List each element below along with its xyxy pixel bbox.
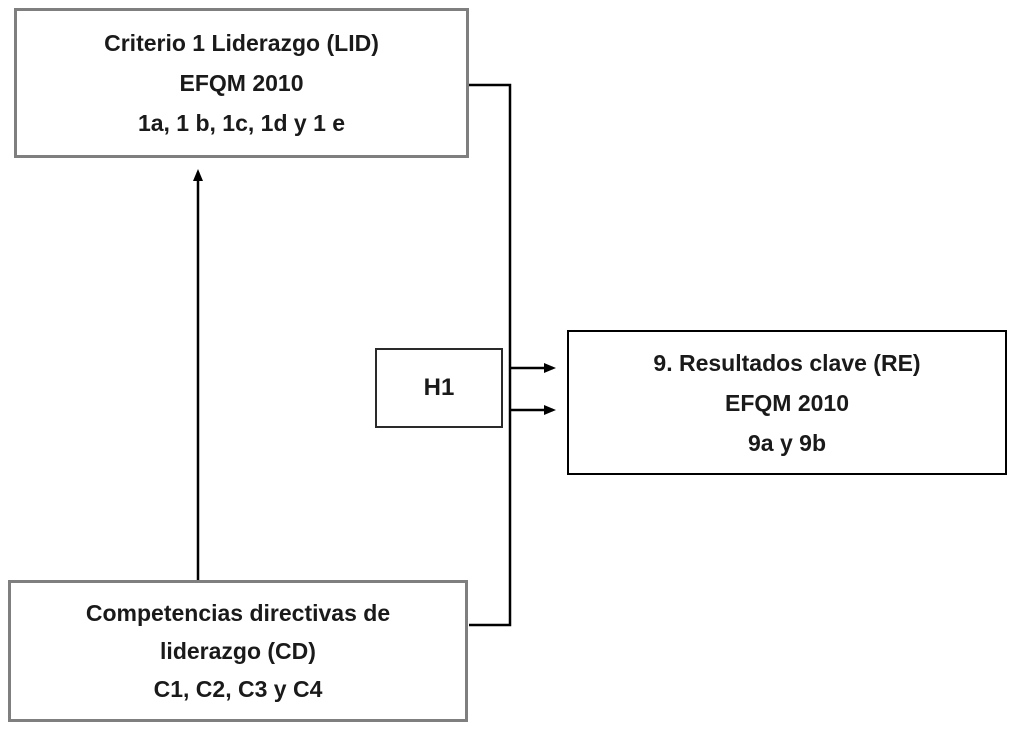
re-subcriteria: 9a y 9b (748, 429, 826, 456)
cd-competencies: C1, C2, C3 y C4 (153, 676, 323, 702)
lid-title: Criterio 1 Liderazgo (LID) (104, 30, 379, 56)
lid-subcriteria: 1a, 1 b, 1c, 1d y 1 e (137, 110, 346, 136)
box-resultados-clave: 9. Resultados clave (RE) EFQM 2010 9a y … (567, 330, 1007, 475)
lid-efqm: EFQM 2010 (179, 70, 304, 96)
cd-title-line1: Competencias directivas de (85, 600, 391, 626)
cd-title-line2: liderazgo (CD) (160, 638, 316, 664)
box-competencias-directivas: Competencias directivas de liderazgo (CD… (8, 580, 468, 722)
re-title: 9. Resultados clave (RE) (653, 349, 921, 376)
h1-label: H1 (423, 374, 455, 401)
re-efqm: EFQM 2010 (725, 389, 849, 416)
box-criterio-liderazgo: Criterio 1 Liderazgo (LID) EFQM 2010 1a,… (14, 8, 469, 158)
box-hypothesis-h1: H1 (375, 348, 503, 428)
